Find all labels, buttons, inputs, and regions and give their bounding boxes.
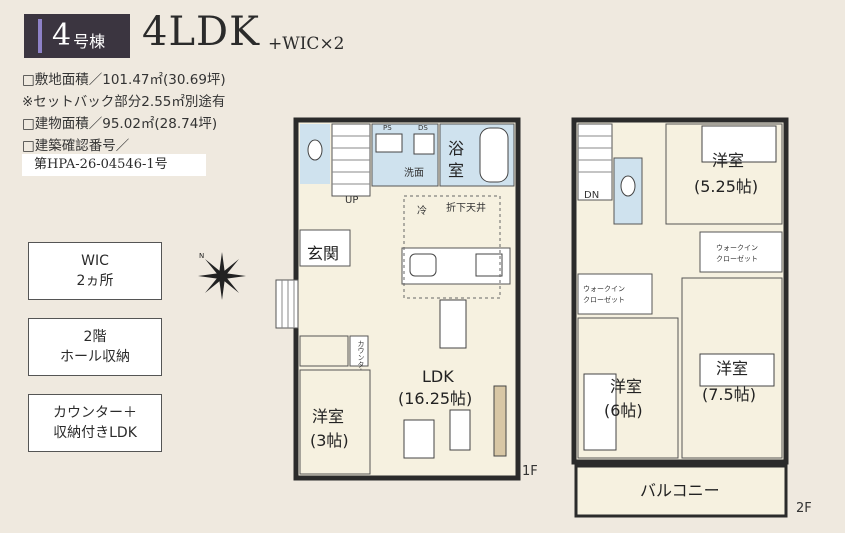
north-compass-icon: N (198, 252, 246, 300)
bathtub-icon (479, 127, 509, 183)
permit-number: 第HPA-26-04546-1号 (22, 154, 206, 176)
floor1-plan: UP PS DS 洗面 浴 室 玄関 カウンター 洋室 (3帖) 冷 折下天井 (275, 117, 538, 481)
plan-type: 4LDK (142, 9, 260, 55)
toilet-icon (307, 139, 323, 161)
bed-icon-room1 (701, 125, 777, 163)
tv-board-icon (493, 385, 507, 457)
site-area: □敷地面積／101.47㎡(30.69坪) (22, 72, 226, 88)
washbasin-icon (375, 133, 403, 153)
sofa-icon (403, 419, 435, 459)
badge-accent-bar (38, 19, 42, 53)
floor1-storage (299, 335, 349, 367)
floor2-stairs (577, 123, 613, 201)
bath-label-1: 浴 (448, 139, 464, 158)
fridge-label: 冷 (417, 204, 427, 217)
ds-label: DS (418, 124, 428, 132)
dining-table-icon (439, 299, 467, 349)
stove-icon (475, 253, 503, 277)
room3-size: (7.5帖) (702, 385, 756, 404)
bed-icon-room3 (699, 353, 775, 387)
setback-note: ※セットバック部分2.55㎡別途有 (22, 94, 226, 110)
permit-label: □建築確認番号／ (22, 138, 130, 154)
ldk-name: LDK (422, 367, 454, 386)
ps-label: PS (383, 124, 392, 132)
sink-icon (409, 253, 437, 277)
toilet-icon-2f (620, 175, 636, 197)
washer-icon (413, 133, 435, 155)
table-icon (449, 409, 471, 451)
building-area: □建物面積／95.02㎡(28.74坪) (22, 116, 218, 132)
room2-name: 洋室 (610, 377, 642, 396)
feature-wic-line2: 2ヵ所 (76, 273, 114, 289)
feature-counter-ldk: カウンター＋ 収納付きLDK (28, 394, 162, 452)
bath-label-2: 室 (448, 161, 464, 180)
plan-extra: +WIC×2 (268, 34, 345, 54)
feature-counter-line1: カウンター＋ (53, 404, 137, 421)
feature-hall-storage: 2階 ホール収納 (28, 318, 162, 376)
feature-wic-line1: WIC (81, 252, 109, 269)
room1-size: (5.25帖) (694, 177, 758, 196)
floor1-entrance (299, 229, 351, 267)
building-number-badge: 4 号棟 (24, 14, 130, 58)
building-suffix: 号棟 (73, 32, 106, 51)
floor2-plan: DN 洋室 (5.25帖) ウォークイン クローゼット ウォークイン クローゼッ… (571, 117, 812, 518)
floor1-room (299, 369, 371, 475)
counter-label: カウンター (357, 340, 365, 375)
lowered-ceiling-area (403, 195, 501, 299)
room3-name: 洋室 (716, 359, 748, 378)
feature-storage-line1: 2階 (83, 328, 107, 345)
ldk-size: (16.25帖) (398, 389, 472, 408)
floor2-label: 2F (796, 501, 812, 516)
room1-name: 洋室 (712, 151, 744, 170)
stairs-down-label: DN (584, 190, 599, 201)
wic1-label-1: ウォークイン (716, 244, 758, 252)
floor2-wic2 (577, 273, 653, 315)
floor1-label: 1F (522, 464, 538, 479)
svg-text:N: N (199, 252, 204, 260)
feature-storage-line2: ホール収納 (60, 349, 130, 365)
entrance-label: 玄関 (307, 244, 339, 263)
stairs-up-label: UP (345, 195, 358, 206)
feature-wic: WIC 2ヵ所 (28, 242, 162, 300)
floor2-wic1 (699, 231, 783, 273)
wic1-label-2: クローゼット (716, 254, 758, 263)
room-name: 洋室 (312, 407, 344, 426)
floor2-balcony (574, 464, 788, 518)
washroom-label: 洗面 (404, 167, 424, 179)
balcony-label: バルコニー (640, 481, 720, 500)
entrance-steps (275, 279, 299, 329)
room2-size: (6帖) (604, 401, 643, 420)
wic2-label-2: クローゼット (583, 295, 625, 304)
room-size: (3帖) (310, 431, 349, 450)
counter-unit (349, 335, 369, 367)
feature-counter-line2: 収納付きLDK (53, 425, 137, 441)
wic2-label-1: ウォークイン (583, 285, 625, 293)
building-number: 4 (52, 18, 72, 53)
bed-icon-room2 (583, 373, 617, 451)
ceiling-label: 折下天井 (446, 201, 486, 214)
